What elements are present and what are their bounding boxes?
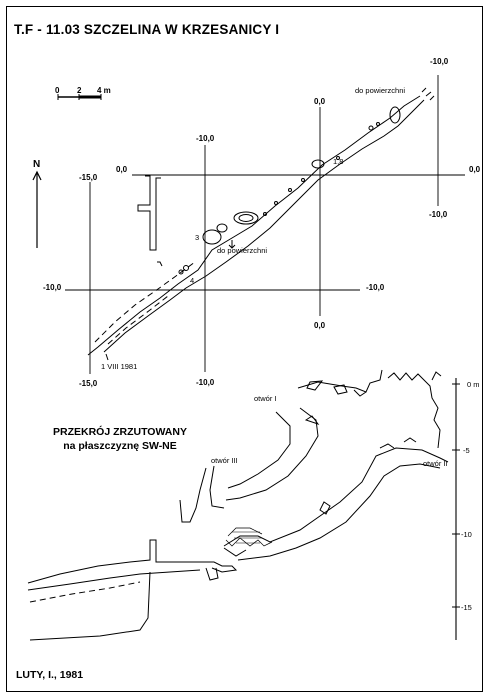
cave-plan-outline (87, 87, 435, 361)
opening-label-1: otwór I (254, 394, 277, 403)
inset-section-sketch (137, 175, 163, 267)
depth-label-5: -5 (463, 446, 470, 455)
section-title-line2: na płaszczyznę SW-NE (63, 440, 177, 452)
section-lower-passages (27, 539, 238, 641)
page-title: T.F - 11.03 SZCZELINA W KRZESANICY I (14, 22, 280, 37)
grid-label-mid-right: -10,0 (366, 283, 385, 292)
grid-label-bottom-mid: 0,0 (314, 321, 326, 330)
section-opening-3 (179, 465, 225, 523)
annotation-point-4: 4 (190, 276, 195, 285)
depth-label-0: 0 m (467, 380, 480, 389)
depth-label-10: -10 (461, 530, 472, 539)
scale-label-4m: 4 m (97, 86, 111, 95)
section-title: PRZEKRÓJ ZRZUTOWANY na płaszczyznę SW-NE (0, 425, 240, 453)
north-label: N (33, 159, 41, 170)
opening-label-2: otwór II (423, 459, 448, 468)
plan-grid (65, 75, 465, 374)
scale-label-0: 0 (55, 86, 60, 95)
section-surface (297, 369, 442, 449)
grid-label-row-right: 0,0 (469, 165, 481, 174)
scale-bar-fill (79, 95, 101, 99)
annotation-surface-top: do powierzchni (355, 86, 406, 95)
depth-scale (452, 378, 460, 640)
section-cave-profile (223, 437, 449, 561)
grid-label-mid-left: -10,0 (43, 283, 62, 292)
grid-label-top-left: -10,0 (196, 134, 215, 143)
north-arrow-icon (32, 170, 42, 248)
annotation-point-1-8: 1,8 (333, 157, 344, 166)
grid-label-bottom-left: -15,0 (79, 379, 98, 388)
annotation-point-3: 3 (195, 233, 200, 242)
opening-label-3: otwór III (211, 456, 238, 465)
annotation-survey-date: 1 VIII 1981 (101, 362, 138, 371)
scale-label-2: 2 (77, 86, 82, 95)
page-frame (6, 6, 483, 692)
section-title-line1: PRZEKRÓJ ZRZUTOWANY (53, 426, 187, 438)
grid-label-top-right: -10,0 (430, 57, 449, 66)
grid-label-top-mid: 0,0 (314, 97, 326, 106)
grid-label-row-left: 0,0 (116, 165, 128, 174)
grid-label-col-left-top: -15,0 (79, 173, 98, 182)
grid-label-right-mid: -10,0 (429, 210, 448, 219)
depth-label-15: -15 (461, 603, 472, 612)
grid-label-bottom-center: -10,0 (196, 378, 215, 387)
section-opening-1 (225, 407, 320, 501)
footer-date: LUTY, I., 1981 (16, 669, 84, 681)
